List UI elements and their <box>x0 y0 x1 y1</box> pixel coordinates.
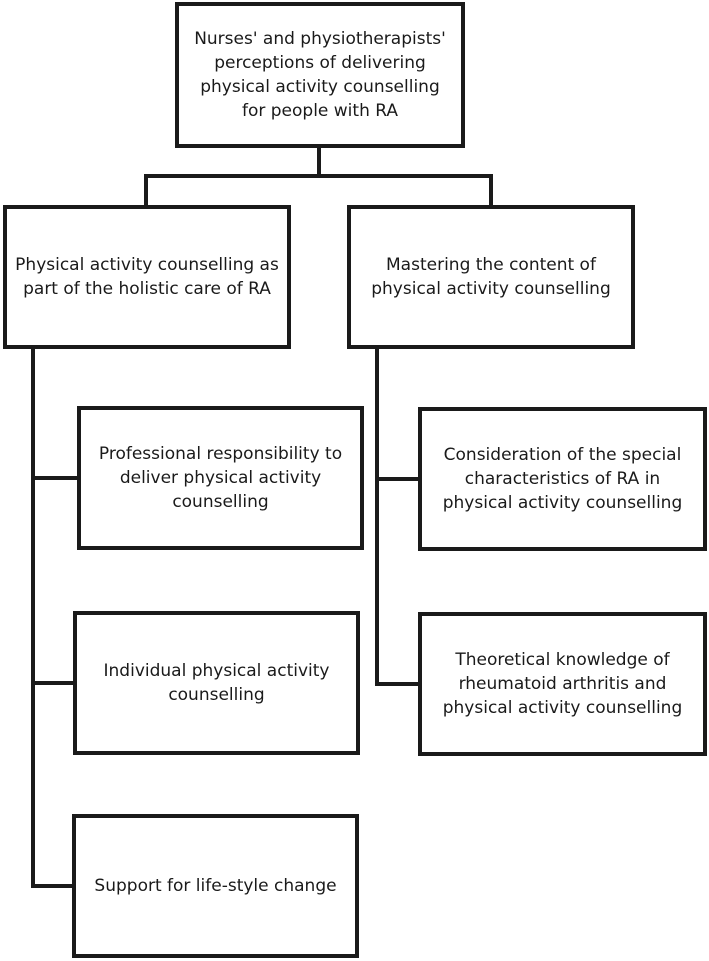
subtheme-line: Consideration of the special <box>443 445 682 465</box>
subtheme-lifestyle-change-text: Support for life-style change <box>94 874 336 898</box>
main-theme-line: Mastering the content of <box>386 255 596 275</box>
root-theme-line: perceptions of delivering <box>214 53 426 73</box>
root-theme-line: physical activity counselling <box>200 77 440 97</box>
subtheme-line: deliver physical activity <box>119 468 322 488</box>
subtheme-theoretical-knowledge-box: Theoretical knowledge of rheumatoid arth… <box>418 612 707 756</box>
subtheme-special-characteristics-text: Consideration of the special characteris… <box>443 443 683 515</box>
subtheme-lifestyle-change-box: Support for life-style change <box>72 814 359 958</box>
subtheme-line: characteristics of RA in <box>464 469 661 489</box>
subtheme-line: rheumatoid arthritis and <box>458 674 667 694</box>
root-theme-box: Nurses' and physiotherapists' perception… <box>175 2 465 148</box>
subtheme-special-characteristics-box: Consideration of the special characteris… <box>418 407 707 551</box>
subtheme-line: physical activity counselling <box>442 493 683 513</box>
main-theme-holistic-care-text: Physical activity counselling as part of… <box>15 253 279 301</box>
subtheme-professional-responsibility-text: Professional responsibility to deliver p… <box>99 442 342 514</box>
subtheme-line: physical activity counselling <box>442 698 683 718</box>
main-theme-line: Physical activity counselling as <box>15 255 279 275</box>
root-theme-text: Nurses' and physiotherapists' perception… <box>194 27 446 123</box>
root-theme-line: Nurses' and physiotherapists' <box>194 29 446 49</box>
subtheme-line: counselling <box>172 492 269 512</box>
subtheme-line: Support for life-style change <box>94 876 337 896</box>
subtheme-professional-responsibility-box: Professional responsibility to deliver p… <box>77 406 364 550</box>
main-theme-line: physical activity counselling <box>371 279 611 299</box>
main-theme-mastering-content-box: Mastering the content of physical activi… <box>347 205 635 349</box>
subtheme-individual-counselling-box: Individual physical activity counselling <box>73 611 360 755</box>
root-theme-line: for people with RA <box>241 101 398 121</box>
main-theme-mastering-content-text: Mastering the content of physical activi… <box>371 253 611 301</box>
subtheme-line: Individual physical activity <box>103 661 330 681</box>
subtheme-line: Professional responsibility to <box>98 444 343 464</box>
main-theme-holistic-care-box: Physical activity counselling as part of… <box>3 205 291 349</box>
subtheme-theoretical-knowledge-text: Theoretical knowledge of rheumatoid arth… <box>443 648 683 720</box>
main-theme-line: part of the holistic care of RA <box>23 279 271 299</box>
subtheme-individual-counselling-text: Individual physical activity counselling <box>104 659 330 707</box>
subtheme-line: counselling <box>168 685 265 705</box>
subtheme-line: Theoretical knowledge of <box>455 650 670 670</box>
